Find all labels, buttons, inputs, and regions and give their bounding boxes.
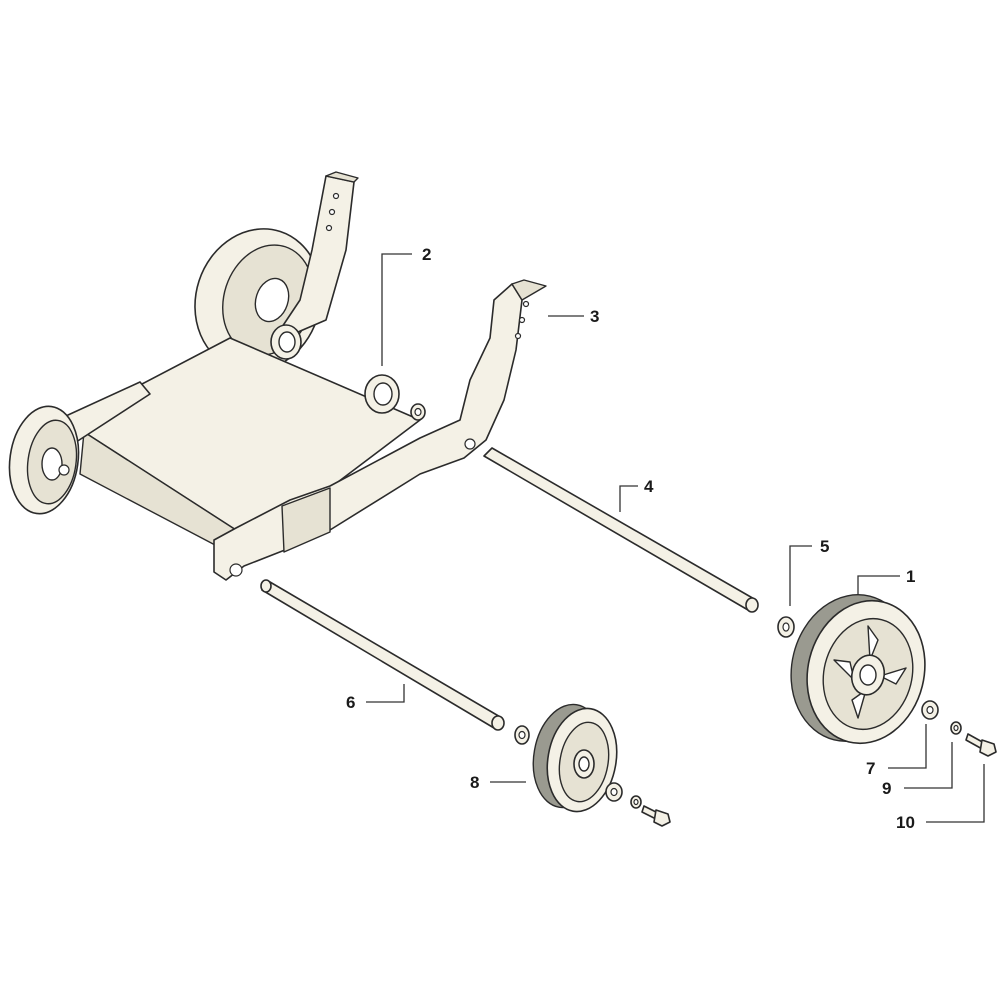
leader-7: [888, 724, 927, 769]
callout-10: 10: [896, 813, 915, 832]
callout-2: 2: [422, 245, 431, 264]
bolt-8: [641, 805, 671, 827]
leader-lines: [366, 253, 985, 823]
callout-8: 8: [470, 773, 479, 792]
frame-platform: [43, 337, 421, 557]
leader-5: [789, 545, 812, 606]
callout-6: 6: [346, 693, 355, 712]
wheel-front-left: [8, 405, 80, 515]
callout-9: 9: [882, 779, 891, 798]
frame-right-arm: [213, 279, 547, 581]
washer-5: [777, 616, 795, 638]
leader-9: [904, 742, 953, 789]
callout-5: 5: [820, 537, 829, 556]
callout-labels: 1 2 3 4 5 6 7 8 9 10: [346, 245, 915, 832]
axle-right: [483, 447, 759, 613]
leader-6: [366, 684, 405, 703]
callout-3: 3: [590, 307, 599, 326]
bearing-inner: [270, 324, 302, 360]
callout-1: 1: [906, 567, 915, 586]
wheel-8: [532, 703, 618, 813]
leader-4: [619, 485, 638, 512]
wheel-1: [790, 594, 926, 745]
bearing: [364, 374, 400, 414]
washer-6: [514, 725, 530, 745]
leader-1: [857, 575, 900, 594]
callout-4: 4: [644, 477, 654, 496]
washer-7: [921, 700, 939, 720]
washer-small: [410, 403, 426, 421]
lock-washer-9: [950, 721, 962, 735]
axle-left: [260, 579, 505, 731]
callout-7: 7: [866, 759, 875, 778]
leader-2: [381, 253, 412, 366]
washer-8: [605, 782, 623, 802]
lock-washer-8: [630, 795, 642, 809]
leader-10: [926, 764, 985, 823]
bolt-10: [965, 733, 997, 757]
